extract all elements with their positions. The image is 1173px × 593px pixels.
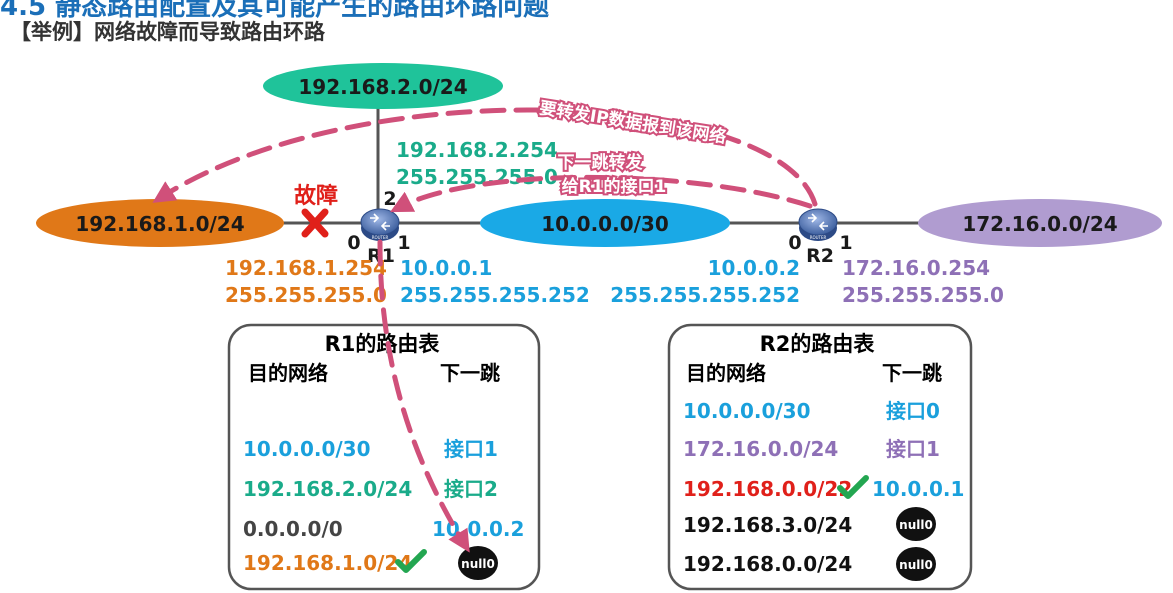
network-label-10-0-0: 10.0.0.0/30 — [541, 212, 669, 236]
annotation-forward-to: 要转发IP数据报到该网络 — [538, 97, 728, 147]
r1-row2-dest: 192.168.2.0/24 — [243, 477, 412, 501]
r2-col-next: 下一跳 — [882, 361, 942, 385]
r2-row3-dest: 192.168.0.0/22 — [683, 477, 852, 501]
r1-if2-ip: 192.168.2.254 — [396, 138, 558, 162]
r1-table-title: R1的路由表 — [325, 332, 441, 356]
r1-col-dest: 目的网络 — [248, 361, 328, 385]
router-r1-icon-text: ROUTER — [372, 235, 389, 240]
r1-if2-num: 2 — [383, 188, 396, 210]
r2-if0-mask: 255.255.255.252 — [610, 283, 800, 307]
r2-row2-dest: 172.16.0.0/24 — [683, 437, 838, 461]
r2-table-title: R2的路由表 — [760, 332, 876, 356]
network-label-172-16: 172.16.0.0/24 — [962, 212, 1117, 236]
r2-row3-check-icon — [837, 475, 869, 499]
network-ellipse-172-16 — [918, 199, 1162, 247]
fault-x-icon — [301, 208, 329, 238]
r2-table-box — [667, 323, 973, 591]
r2-row5-next: null0 — [899, 558, 933, 572]
r1-if0-ip: 192.168.1.254 — [225, 256, 387, 280]
r2-if1-mask: 255.255.255.0 — [842, 283, 1004, 307]
r1-col-next: 下一跳 — [440, 361, 500, 385]
fault-label: 故障 — [294, 183, 338, 209]
network-label-192-168-1: 192.168.1.0/24 — [75, 212, 244, 236]
network-label-192-168-2: 192.168.2.0/24 — [298, 75, 467, 99]
r2-row2-next: 接口1 — [886, 437, 940, 461]
r1-if1-ip: 10.0.0.1 — [400, 256, 492, 280]
router-r1-icon: ROUTER — [360, 208, 400, 241]
r2-row1-next: 接口0 — [886, 399, 940, 423]
r1-if1-num: 1 — [397, 232, 410, 254]
r1-row3-next: 10.0.0.2 — [432, 517, 524, 541]
r2-row1-dest: 10.0.0.0/30 — [683, 399, 811, 423]
r2-if0-num: 0 — [788, 232, 801, 254]
network-ellipse-192-168-2 — [263, 63, 503, 109]
r1-if1-mask: 255.255.255.252 — [400, 283, 590, 307]
r2-if1-num: 1 — [839, 232, 852, 254]
arrow-r2-to-net1 — [152, 107, 818, 207]
r1-row4-next: null0 — [461, 557, 495, 571]
r2-row4-null-icon: null0 — [896, 507, 936, 541]
network-ellipse-10-0-0 — [480, 199, 730, 247]
r1-row1-dest: 10.0.0.0/30 — [243, 437, 371, 461]
annotation-next-hop-2: 给R1的接口1 — [562, 176, 667, 197]
r1-row2-next: 接口2 — [444, 477, 498, 501]
r2-row5-dest: 192.168.0.0/24 — [683, 552, 852, 576]
router-r2-name: R2 — [806, 245, 834, 267]
r2-row5-null-icon: null0 — [896, 547, 936, 581]
r2-col-dest: 目的网络 — [686, 361, 766, 385]
r1-row3-dest: 0.0.0.0/0 — [243, 517, 343, 541]
r2-row3-next: 10.0.0.1 — [872, 477, 964, 501]
r2-row4-dest: 192.168.3.0/24 — [683, 513, 852, 537]
r1-row4-dest: 192.168.1.0/24 — [243, 551, 412, 575]
router-r2-icon-text: ROUTER — [810, 235, 827, 240]
r2-if1-ip: 172.16.0.254 — [842, 256, 990, 280]
r1-if0-mask: 255.255.255.0 — [225, 283, 387, 307]
page-subtitle: 【举例】网络故障而导致路由环路 — [10, 20, 325, 44]
r1-row1-next: 接口1 — [444, 437, 498, 461]
r1-if0-num: 0 — [347, 232, 360, 254]
network-ellipse-192-168-1 — [36, 199, 284, 247]
r2-if0-ip: 10.0.0.2 — [708, 256, 800, 280]
arrow-r1-to-null0 — [377, 239, 470, 553]
page-title: 4.5 静态路由配置及其可能产生的路由环路问题 — [0, 0, 550, 22]
arrow-r2-to-r1 — [390, 174, 813, 213]
r2-row4-next: null0 — [899, 518, 933, 532]
router-r2-icon: ROUTER — [798, 208, 838, 241]
r1-row4-null-icon: null0 — [458, 546, 498, 580]
r1-row4-check-icon — [395, 549, 427, 573]
annotation-next-hop-1: 下一跳转发 — [558, 152, 644, 173]
